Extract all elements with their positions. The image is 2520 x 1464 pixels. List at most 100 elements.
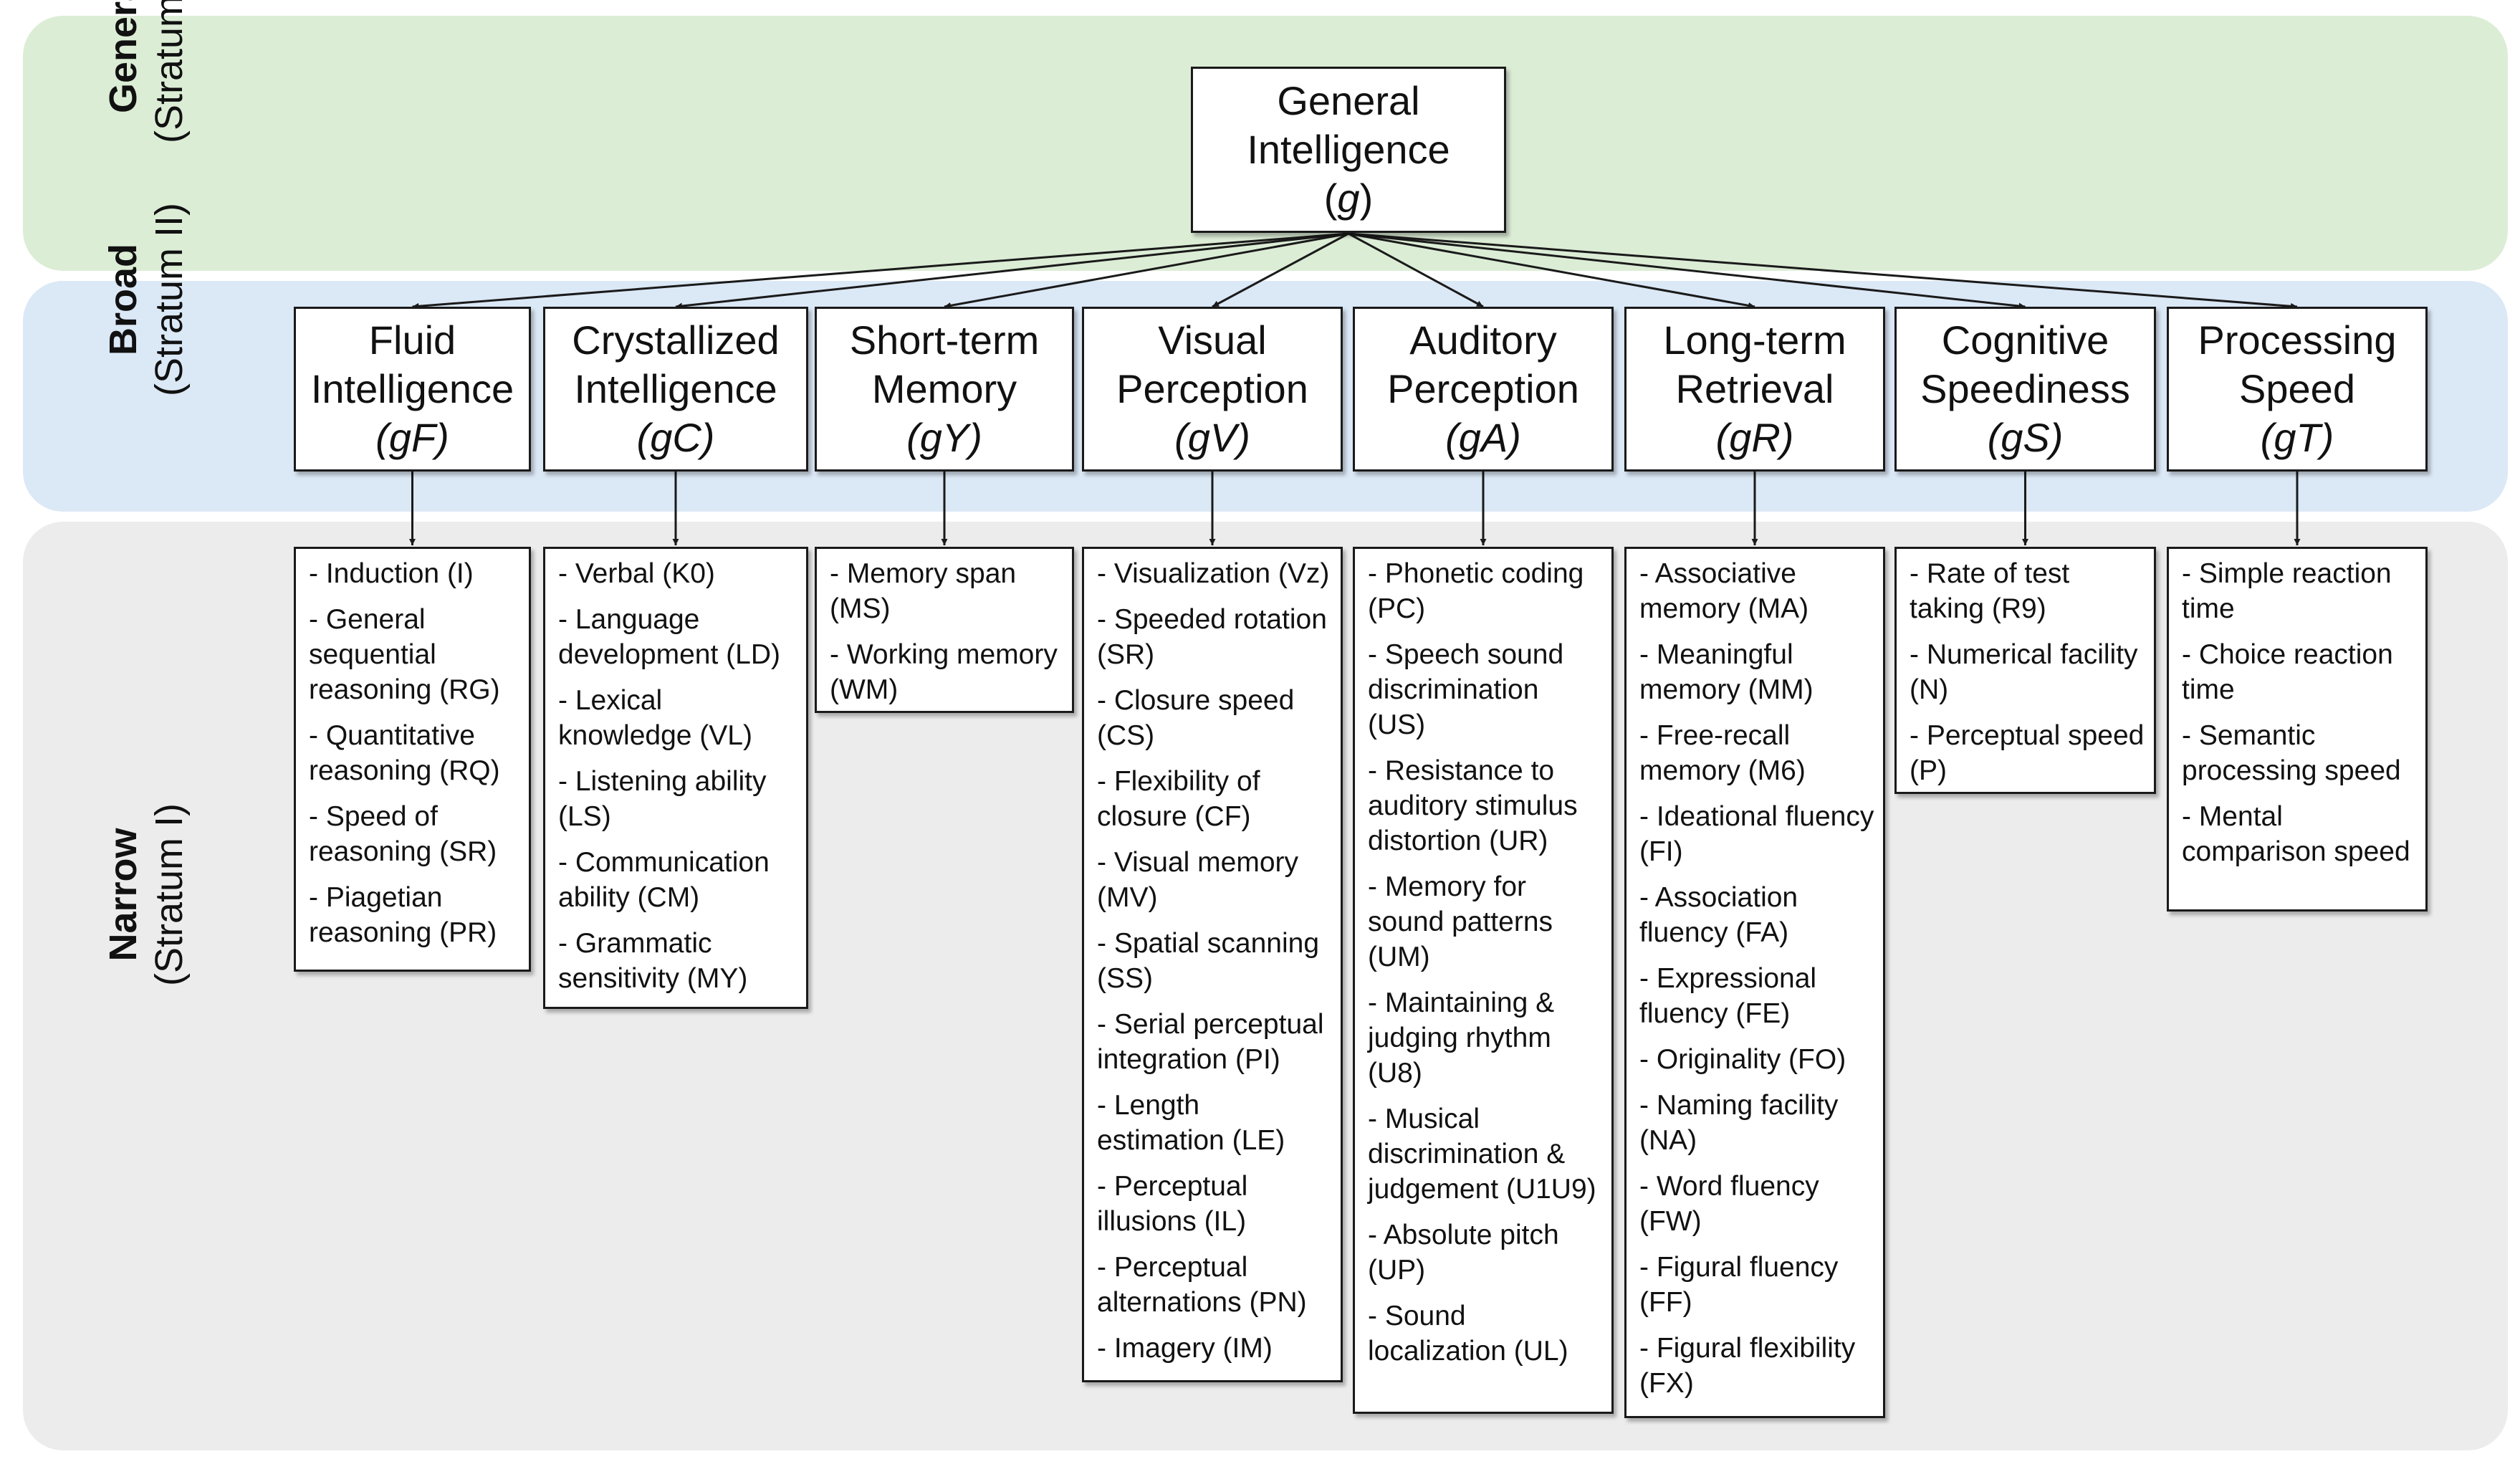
broad-abbr: (gR) (1715, 415, 1794, 460)
broad-line2: Retrieval (1675, 366, 1834, 411)
narrow-ability-item: - Resistance to auditory stimulus distor… (1368, 755, 1578, 856)
narrow-ability-list: - Verbal (K0) - Language development (LD)… (558, 556, 797, 996)
narrow-list-long-term-retrieval: - Associative memory (MA) - Meaningful me… (1624, 547, 1885, 1418)
narrow-list-crystallized-intelligence: - Verbal (K0) - Language development (LD)… (543, 547, 808, 1009)
narrow-ability-item: - Associative memory (MA) (1639, 558, 1809, 624)
narrow-ability-item: - Association fluency (FA) (1639, 882, 1798, 948)
arrow-general-to-broad (1348, 232, 2298, 310)
narrow-ability-item: - Communication ability (CM) (558, 847, 770, 913)
stratum-name: (Stratum I) (148, 803, 191, 986)
stratum-label-general: General (Stratum III) (100, 0, 192, 143)
broad-abbr: (gC) (636, 415, 715, 460)
broad-abbr: (gF) (375, 415, 449, 460)
narrow-ability-item: - Listening ability (LS) (558, 766, 767, 832)
narrow-ability-item: - Musical discrimination & judgement (U1… (1368, 1104, 1596, 1205)
narrow-list-visual-perception: - Visualization (Vz)- Speeded rotation (… (1082, 547, 1343, 1382)
narrow-ability-item: - Speed of reasoning (SR) (309, 801, 497, 867)
broad-line2: Perception (1116, 366, 1308, 411)
broad-line1: Short-term (849, 317, 1040, 363)
stratum-level: General (102, 0, 145, 114)
narrow-ability-item: - Phonetic coding (PC) (1368, 558, 1584, 624)
narrow-ability-item: - Flexibility of closure (CF) (1097, 766, 1260, 832)
narrow-ability-item: - Spatial scanning (SS) (1097, 928, 1320, 994)
narrow-ability-item: - Closure speed (CS) (1097, 685, 1295, 751)
narrow-ability-item: - Absolute pitch (UP) (1368, 1220, 1559, 1286)
stratum-level: Broad (102, 243, 145, 355)
broad-line2: Speediness (1920, 366, 2130, 411)
narrow-ability-item: - Piagetian reasoning (PR) (309, 882, 497, 948)
arrow-general-to-broad (1348, 232, 1484, 308)
broad-line2: Perception (1387, 366, 1579, 411)
narrow-ability-item: - Lexical knowledge (VL) (558, 685, 752, 751)
narrow-ability-list: - Induction (I)- General sequential reas… (309, 556, 520, 950)
arrow-general-to-broad (1212, 232, 1349, 308)
broad-line1: Auditory (1409, 317, 1557, 363)
narrow-ability-item: - Naming facility (NA) (1639, 1090, 1839, 1156)
narrow-list-short-term-memory: - Memory span (MS)- Working memory (WM) (815, 547, 1074, 713)
broad-abbr: (gV) (1174, 415, 1250, 460)
general-line2: Intelligence (1247, 127, 1450, 172)
broad-abbr: (gS) (1987, 415, 2064, 460)
narrow-ability-item: - Figural fluency (FF) (1639, 1252, 1839, 1318)
stratum-name: (Stratum II) (148, 202, 191, 396)
narrow-ability-item: - Imagery (IM) (1097, 1333, 1273, 1364)
arrow-general-to-broad (675, 232, 1349, 310)
narrow-ability-list: - Associative memory (MA) - Meaningful me… (1639, 556, 1874, 1401)
narrow-list-processing-speed: - Simple reaction time - Choice reaction … (2167, 547, 2428, 912)
stratum-label-broad: Broad (Stratum II) (100, 203, 192, 396)
narrow-ability-item: - Choice reaction time (2182, 639, 2393, 705)
narrow-ability-item: - Simple reaction time (2182, 558, 2392, 624)
narrow-ability-item: - Memory for sound patterns (UM) (1368, 871, 1553, 972)
narrow-ability-item: - Figural flexibility (FX) (1639, 1333, 1856, 1399)
narrow-ability-item: - Language development (LD) (558, 604, 780, 670)
narrow-ability-item: - Originality (FO) (1639, 1044, 1846, 1075)
narrow-ability-item: - Perceptual speed (P) (1910, 720, 2145, 786)
narrow-ability-item: - Visual memory (MV) (1097, 847, 1299, 913)
broad-abbr: (gY) (906, 415, 982, 460)
narrow-ability-item: - Semantic processing speed (2182, 720, 2401, 786)
narrow-ability-item: - Working memory (WM) (830, 639, 1058, 705)
broad-line1: Processing (2198, 317, 2397, 363)
narrow-ability-list: - Rate of test taking (R9) - Numerical fa… (1910, 556, 2145, 788)
narrow-ability-item: - Grammatic sensitivity (MY) (558, 928, 748, 994)
stratum-label-narrow: Narrow (Stratum I) (100, 803, 192, 986)
narrow-ability-item: - Perceptual illusions (IL) (1097, 1171, 1248, 1237)
narrow-ability-item: - Perceptual alternations (PN) (1097, 1252, 1307, 1318)
broad-abbr: (gA) (1445, 415, 1521, 460)
narrow-ability-list: - Memory span (MS)- Working memory (WM) (830, 556, 1063, 707)
narrow-ability-list: - Phonetic coding (PC) - Speech sound dis… (1368, 556, 1603, 1369)
narrow-ability-item: - Rate of test taking (R9) (1910, 558, 2070, 624)
arrow-general-to-broad (1348, 232, 1755, 309)
narrow-ability-item: - Quantitative reasoning (RQ) (309, 720, 500, 786)
narrow-ability-item: - Word fluency (FW) (1639, 1171, 1819, 1237)
broad-line1: Visual (1158, 317, 1267, 363)
narrow-ability-item: - Ideational fluency (FI) (1639, 801, 1874, 867)
narrow-ability-item: - Maintaining & judging rhythm (U8) (1368, 987, 1555, 1089)
narrow-ability-item: - General sequential reasoning (RG) (309, 604, 500, 705)
broad-line1: Fluid (368, 317, 456, 363)
narrow-list-auditory-perception: - Phonetic coding (PC) - Speech sound dis… (1353, 547, 1614, 1414)
narrow-ability-item: - Sound localization (UL) (1368, 1301, 1568, 1367)
arrow-general-to-broad (412, 232, 1349, 310)
narrow-list-cognitive-speediness: - Rate of test taking (R9) - Numerical fa… (1894, 547, 2156, 794)
narrow-ability-item: - Meaningful memory (MM) (1639, 639, 1814, 705)
broad-line1: Crystallized (572, 317, 780, 363)
narrow-ability-item: - Verbal (K0) (558, 558, 715, 589)
narrow-ability-list: - Visualization (Vz)- Speeded rotation (… (1097, 556, 1332, 1366)
narrow-ability-list: - Simple reaction time - Choice reaction … (2182, 556, 2417, 869)
stratum-name: (Stratum III) (148, 0, 191, 143)
narrow-list-fluid-intelligence: - Induction (I)- General sequential reas… (294, 547, 531, 972)
narrow-ability-item: - Free-recall memory (M6) (1639, 720, 1806, 786)
narrow-ability-item: - Length estimation (LE) (1097, 1090, 1285, 1156)
stratum-level: Narrow (102, 828, 145, 962)
narrow-ability-item: - Numerical facility (N) (1910, 639, 2138, 705)
arrow-general-to-broad (1348, 232, 2026, 310)
narrow-ability-item: - Speech sound discrimination (US) (1368, 639, 1564, 740)
